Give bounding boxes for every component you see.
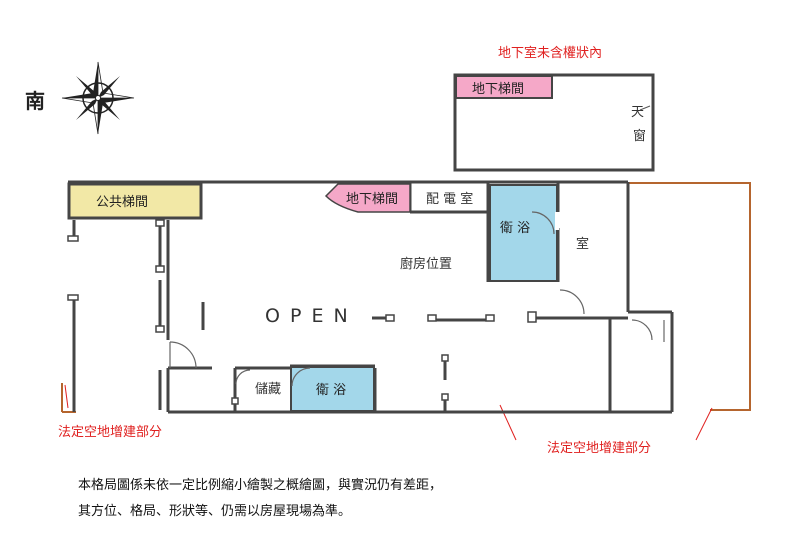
electric-room-label: 配 電 室 <box>426 191 473 207</box>
room-label: 室 <box>576 236 589 252</box>
basement-stair-label: 地下梯間 <box>472 82 524 97</box>
kitchen-label: 廚房位置 <box>400 256 452 272</box>
wall-stubs <box>67 219 537 405</box>
door-swings <box>169 211 665 387</box>
skylight-label-1: 天 <box>631 105 644 120</box>
extension-label-right: 法定空地增建部分 <box>547 441 651 456</box>
bathroom-lower <box>290 366 375 412</box>
compass-direction-label: 南 <box>25 89 45 113</box>
disclaimer-line-2: 其方位、格局、形狀等、仍需以房屋現場為準。 <box>78 504 352 519</box>
compass-rose-icon <box>61 61 135 135</box>
basement-stair-ground-label: 地下梯間 <box>346 192 398 207</box>
bathroom-upper-label: 衛 浴 <box>500 221 530 236</box>
open-area-label: O P E N <box>265 305 350 327</box>
skylight-label-2: 窗 <box>633 128 646 144</box>
basement-stair-ground <box>324 183 411 213</box>
public-stair-label: 公共梯間 <box>96 195 148 210</box>
bathroom-upper <box>489 184 558 282</box>
disclaimer-line-1: 本格局圖係未依一定比例縮小繪製之概繪圖，與實況仍有差距， <box>78 478 443 493</box>
extension-label-left: 法定空地增建部分 <box>58 425 162 440</box>
bathroom-lower-label: 衛 浴 <box>316 383 346 398</box>
basement-caption: 地下室未含權狀內 <box>498 45 602 61</box>
public-stair <box>67 182 203 220</box>
basement-stair <box>455 75 553 99</box>
storage-label: 儲藏 <box>255 382 281 397</box>
